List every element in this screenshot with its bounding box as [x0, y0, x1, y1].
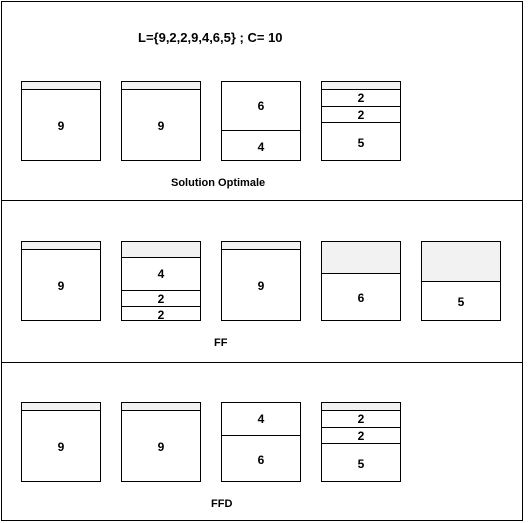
bin: 9: [121, 81, 201, 161]
bin-item: 4: [222, 130, 300, 162]
bin-item: 5: [322, 443, 400, 483]
bin-free-space: [322, 242, 400, 274]
bin-item: 4: [257, 412, 265, 426]
bin-item: 2: [357, 412, 365, 426]
bin: 5: [421, 241, 501, 321]
bin-item: 2: [122, 290, 200, 306]
bin-item: 2: [322, 427, 400, 443]
bin-item: 2: [357, 91, 365, 105]
bin-free-space: [122, 242, 200, 258]
bin-item: 9: [157, 119, 165, 133]
bin: 9: [221, 241, 301, 321]
bin-free-space: [122, 403, 200, 411]
bin-free-space: [422, 242, 500, 282]
section-label: FF: [214, 337, 228, 349]
bin-item: 4: [157, 267, 165, 281]
bin: 6: [321, 241, 401, 321]
bin-item: 9: [57, 279, 65, 293]
bin-free-space: [322, 82, 400, 90]
bin-item: 6: [357, 291, 365, 305]
bin-free-space: [22, 403, 100, 411]
section-divider-1: [1, 200, 523, 201]
bin-item: 9: [57, 119, 65, 133]
bin: 9: [21, 402, 101, 482]
problem-title: L={9,2,2,9,4,6,5} ; C= 10: [138, 30, 283, 45]
bin-item: 6: [222, 435, 300, 483]
bin-item: 9: [157, 440, 165, 454]
bin-item: 9: [257, 279, 265, 293]
bin-item: 5: [322, 122, 400, 162]
bin-item: 9: [57, 440, 65, 454]
bin-free-space: [122, 82, 200, 90]
bin-item: 2: [322, 106, 400, 122]
bin-item: 5: [457, 295, 465, 309]
bin-free-space: [22, 82, 100, 90]
bin: 9: [21, 241, 101, 321]
bin-free-space: [22, 242, 100, 250]
bin: 9: [121, 402, 201, 482]
bin-free-space: [222, 242, 300, 250]
section-label: Solution Optimale: [171, 177, 266, 189]
section-divider-2: [1, 362, 523, 363]
bin-free-space: [322, 403, 400, 411]
bin-item: 2: [122, 306, 200, 322]
bin: 9: [21, 81, 101, 161]
bin-item: 6: [257, 99, 265, 113]
section-label: FFD: [211, 498, 233, 510]
